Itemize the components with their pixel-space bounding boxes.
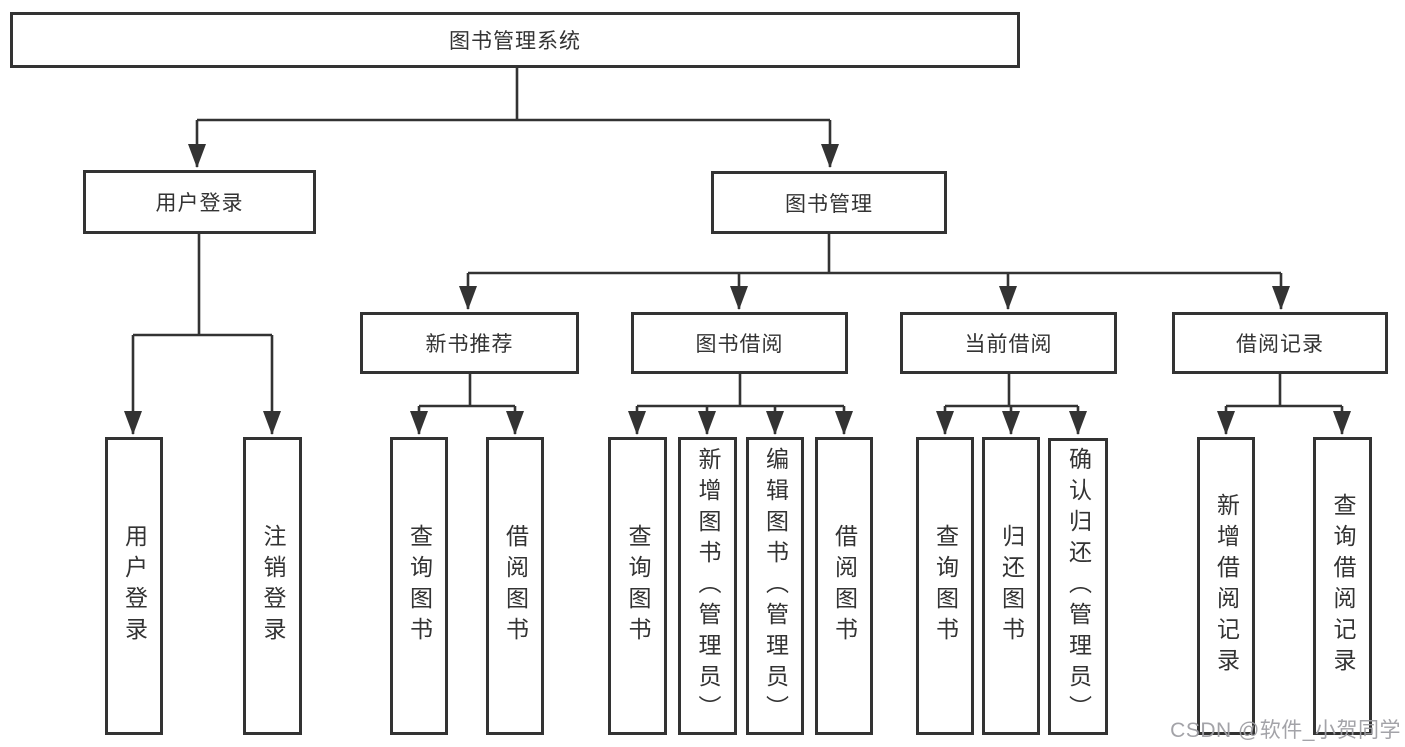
node-label: 图书借阅 <box>695 333 784 356</box>
node-label: 查询图书 <box>406 524 433 648</box>
node-library-management-system: 图书管理系统 <box>10 12 1020 68</box>
csdn-watermark: CSDN @软件_小贺同学 <box>1170 719 1401 742</box>
node-label: 编辑图书（管理员） <box>762 446 789 726</box>
leaf-query-borrow-record: 查询借阅记录 <box>1313 437 1372 735</box>
node-label: 注销登录 <box>260 524 286 648</box>
node-label: 借阅记录 <box>1236 333 1324 356</box>
leaf-edit-books-admin: 编辑图书（管理员） <box>746 437 804 735</box>
leaf-borrow-books-borrowing: 借阅图书 <box>815 437 873 735</box>
node-label: 新书推荐 <box>425 333 514 356</box>
node-label: 确认归还（管理员） <box>1065 447 1092 726</box>
leaf-query-books-borrowing: 查询图书 <box>608 437 667 735</box>
leaf-user-login: 用户登录 <box>105 437 163 735</box>
leaf-borrow-books-recommend: 借阅图书 <box>486 437 544 735</box>
node-book-management: 图书管理 <box>711 171 947 234</box>
leaf-confirm-return-admin: 确认归还（管理员） <box>1048 438 1108 735</box>
node-label: 查询图书 <box>625 524 651 648</box>
node-book-borrowing: 图书借阅 <box>631 312 848 374</box>
node-borrowing-records: 借阅记录 <box>1172 312 1388 374</box>
node-label: 新增图书（管理员） <box>695 446 721 726</box>
leaf-add-books-admin: 新增图书（管理员） <box>678 437 737 735</box>
node-user-login: 用户登录 <box>83 170 316 234</box>
leaf-query-books-current: 查询图书 <box>916 437 974 735</box>
node-label: 借阅图书 <box>502 524 529 648</box>
leaf-add-borrow-record: 新增借阅记录 <box>1197 437 1255 735</box>
node-label: 图书管理 <box>785 192 873 216</box>
node-label: 用户登录 <box>155 192 244 215</box>
node-label: 查询借阅记录 <box>1330 493 1356 679</box>
node-label: 图书管理系统 <box>449 30 581 53</box>
node-new-book-recommendation: 新书推荐 <box>360 312 579 374</box>
leaf-logout: 注销登录 <box>243 437 302 735</box>
leaf-return-books: 归还图书 <box>982 437 1040 735</box>
node-label: 归还图书 <box>998 524 1025 648</box>
node-label: 查询图书 <box>932 524 959 648</box>
node-label: 新增借阅记录 <box>1213 493 1240 679</box>
node-label: 当前借阅 <box>964 333 1053 356</box>
node-label: 借阅图书 <box>831 524 858 648</box>
leaf-query-books-recommend: 查询图书 <box>390 437 448 735</box>
node-label: 用户登录 <box>121 524 148 648</box>
node-current-borrowing: 当前借阅 <box>900 312 1117 374</box>
